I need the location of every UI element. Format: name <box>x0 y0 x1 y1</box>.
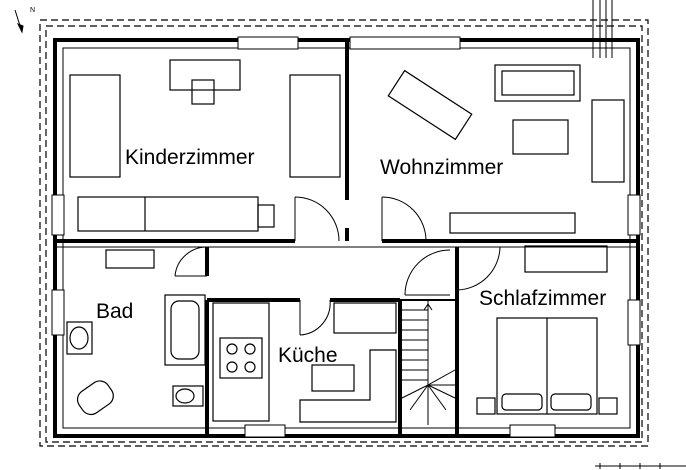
doors <box>174 196 501 336</box>
room-label-wohnzimmer: Wohnzimmer <box>380 156 503 179</box>
north-arrow-icon <box>14 9 24 34</box>
roof-outline <box>39 19 649 447</box>
scale-bar <box>595 463 686 469</box>
kinderzimmer-furniture <box>69 59 341 232</box>
room-label-kinderzimmer: Kinderzimmer <box>125 146 255 169</box>
room-label-schlafzimmer: Schlafzimmer <box>479 287 606 310</box>
room-label-bad: Bad <box>96 300 133 323</box>
north-label: N <box>30 7 35 14</box>
chimney <box>592 0 613 58</box>
schlafzimmer-furniture <box>476 245 618 415</box>
kitchen-fixtures <box>212 302 397 423</box>
room-label-kueche: Küche <box>278 344 338 367</box>
windows <box>51 36 641 438</box>
staircase <box>401 299 456 425</box>
bathroom-fixtures <box>66 249 206 416</box>
wohnzimmer-furniture <box>387 64 625 234</box>
